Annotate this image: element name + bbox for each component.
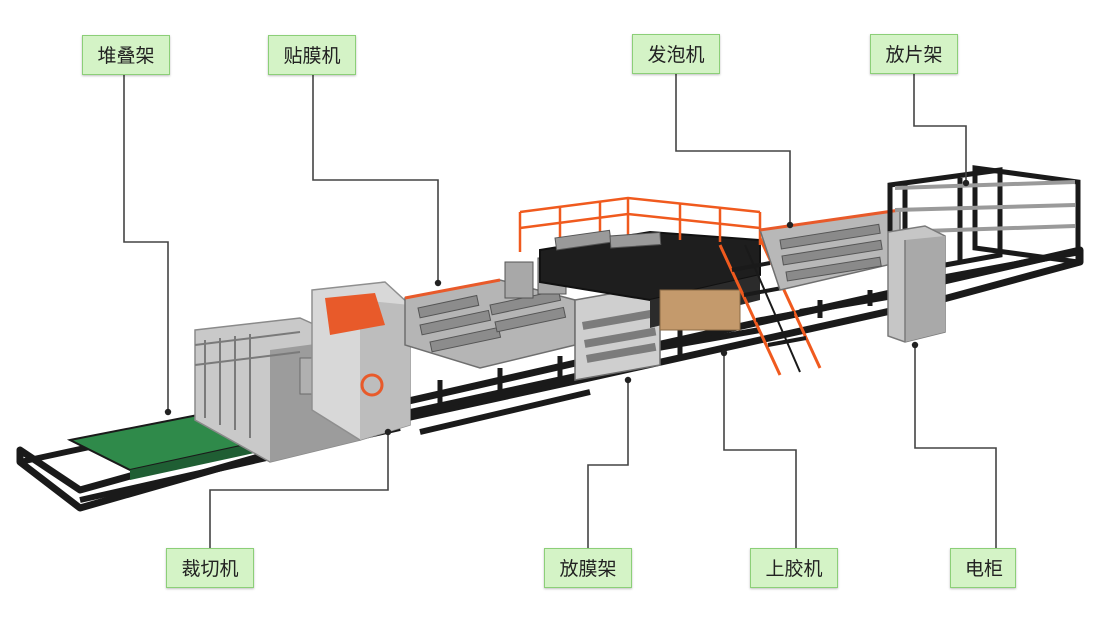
label-cutting-machine: 裁切机	[166, 548, 254, 588]
callout-dots	[164, 179, 970, 436]
leader-film-unwind-rack	[587, 380, 629, 548]
foaming-platform	[518, 196, 762, 331]
leader-unwinding-rack	[913, 74, 967, 183]
leader-electric-cabinet	[914, 345, 997, 548]
leader-laminator	[312, 75, 439, 283]
label-gluing-machine: 上胶机	[750, 548, 838, 588]
label-laminator: 贴膜机	[268, 35, 356, 75]
leader-foaming-machine	[675, 74, 791, 225]
leader-stacking-rack	[123, 75, 169, 412]
cutting-machine	[311, 281, 411, 441]
callout-lines	[123, 74, 997, 548]
electric-cabinet-machine	[887, 225, 946, 343]
leader-gluing-machine	[723, 353, 797, 548]
leader-cutting-machine	[209, 432, 389, 548]
unwinding-rack-rollers	[894, 180, 1076, 234]
gluing-machine	[759, 208, 901, 291]
staircase	[718, 237, 822, 376]
label-foaming-machine: 发泡机	[632, 34, 720, 74]
label-film-unwind-rack: 放膜架	[544, 548, 632, 588]
label-stacking-rack: 堆叠架	[82, 35, 170, 75]
label-electric-cabinet: 电柜	[950, 548, 1016, 588]
label-unwinding-rack: 放片架	[870, 34, 958, 74]
